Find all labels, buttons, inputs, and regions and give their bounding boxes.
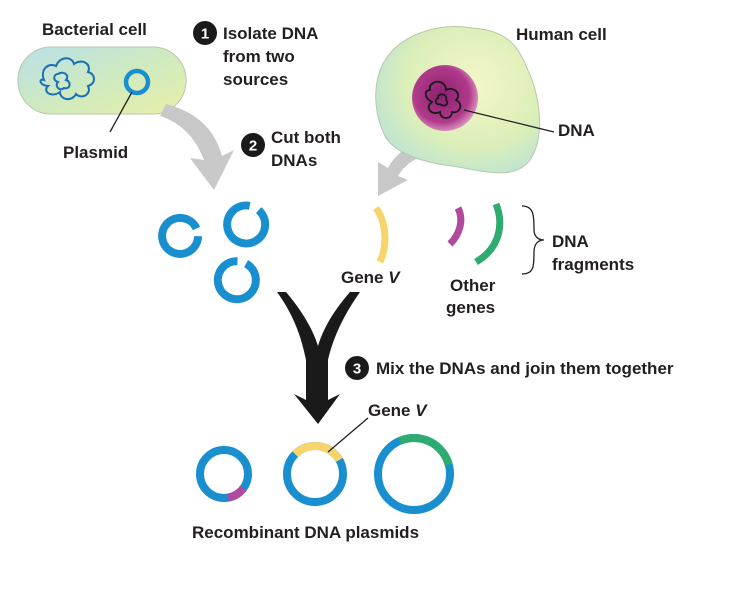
human-dna-strand bbox=[424, 80, 462, 119]
step-1-badge bbox=[193, 21, 217, 45]
step-2-badge bbox=[241, 133, 265, 157]
step-3-number: 3 bbox=[353, 361, 361, 378]
recombinant-plasmid-2 bbox=[283, 442, 347, 506]
dna-leader-line bbox=[463, 109, 555, 133]
other-gene-purple-fragment bbox=[447, 206, 465, 247]
cut-plasmid-2 bbox=[223, 201, 270, 248]
step-3-badge bbox=[345, 356, 369, 380]
gene-v-fragment bbox=[373, 205, 389, 264]
other-gene-green-fragment bbox=[474, 202, 504, 266]
bacterial-chromosome bbox=[39, 57, 95, 100]
cut-plasmid-3 bbox=[213, 257, 260, 304]
other-genes-label-line-2: genes bbox=[446, 298, 495, 317]
step-2-text-line-2: DNAs bbox=[271, 151, 317, 170]
nucleus bbox=[412, 65, 478, 131]
recombinant-plasmid-1 bbox=[196, 446, 252, 502]
cut-plasmid-1 bbox=[158, 213, 203, 258]
bacterial-cell-label: Bacterial cell bbox=[42, 20, 147, 39]
gene-v-label: Gene V bbox=[341, 268, 401, 287]
gene-v-leader-line bbox=[327, 417, 369, 453]
step-3: 3 Mix the DNAs and join them together bbox=[345, 356, 674, 380]
other-genes-label-line-1: Other bbox=[450, 276, 496, 295]
step-2-number: 2 bbox=[249, 138, 257, 155]
human-cell bbox=[375, 26, 555, 174]
dna-fragments-label-line-1: DNA bbox=[552, 232, 589, 251]
recombinant-plasmids bbox=[196, 434, 454, 514]
step-1-number: 1 bbox=[201, 26, 209, 43]
merge-arrow bbox=[277, 292, 360, 424]
recombinant-gene-v-label: Gene V bbox=[368, 401, 428, 420]
bacterial-cell bbox=[17, 46, 187, 133]
recombinant-plasmid-3 bbox=[374, 434, 454, 514]
dna-label: DNA bbox=[558, 121, 595, 140]
dna-fragments-label-line-2: fragments bbox=[552, 255, 634, 274]
plasmid-label: Plasmid bbox=[63, 143, 128, 162]
recombinant-gene-v-label-text: Gene bbox=[368, 401, 415, 420]
recombinant-gene-v-label-italic: V bbox=[415, 401, 428, 420]
cut-plasmids bbox=[158, 201, 270, 304]
plasmid-leader-line bbox=[109, 91, 133, 133]
step-1-text-line-1: Isolate DNA bbox=[223, 24, 318, 43]
step-1: 1 Isolate DNA from two sources bbox=[193, 21, 318, 89]
human-cell-label: Human cell bbox=[516, 25, 607, 44]
fragments-bracket bbox=[521, 205, 545, 275]
step-1-text-line-3: sources bbox=[223, 70, 288, 89]
step-3-text: Mix the DNAs and join them together bbox=[376, 359, 674, 378]
gray-arrow-left bbox=[160, 104, 234, 190]
step-2: 2 Cut both DNAs bbox=[241, 128, 341, 170]
gene-v-label-italic: V bbox=[388, 268, 401, 287]
gene-v-label-text: Gene bbox=[341, 268, 388, 287]
step-2-text-line-1: Cut both bbox=[271, 128, 341, 147]
step-1-text-line-2: from two bbox=[223, 47, 295, 66]
plasmid-ring bbox=[123, 68, 151, 96]
recombinant-plasmids-label: Recombinant DNA plasmids bbox=[192, 523, 419, 542]
